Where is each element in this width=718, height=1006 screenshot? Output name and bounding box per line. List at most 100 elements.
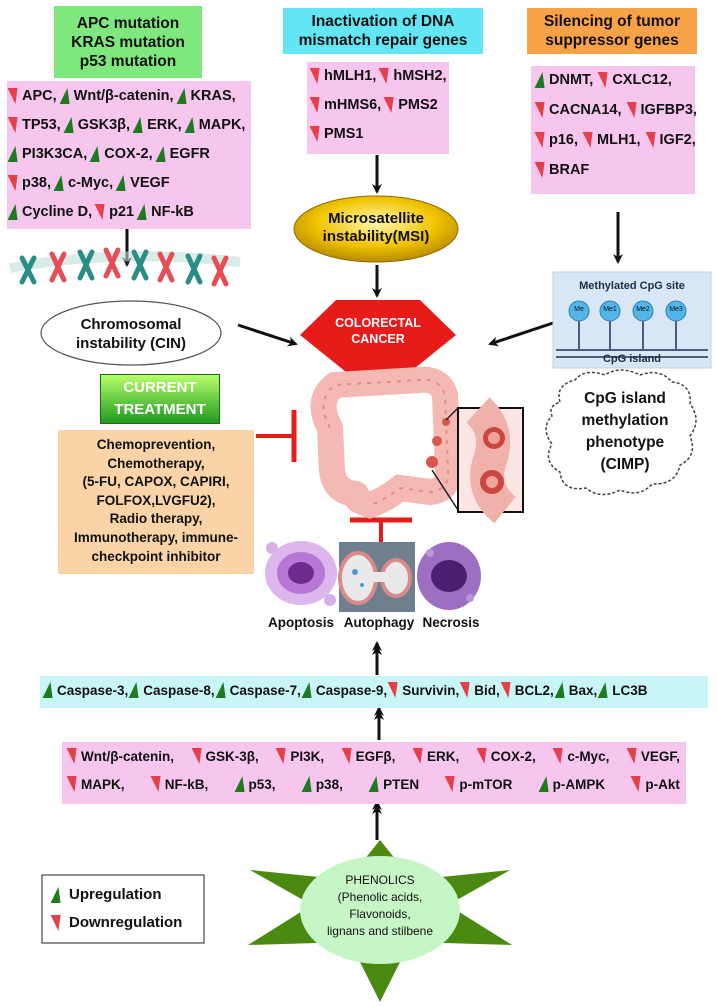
gene-item: ERK, [412,748,459,764]
gene-label: NF-kB, [164,776,209,792]
gene-label: APC, [22,88,57,104]
gene-label: IGFBP3, [640,102,697,118]
me-circle [665,300,687,322]
up-arrow-icon [7,146,21,162]
gene-item: c-Myc, [552,748,610,764]
mutations-header: APC mutation KRAS mutation p53 mutation [54,6,202,78]
cimp-cloud [545,369,697,496]
chromosome-strip [9,247,241,287]
treatment-line: Immunotherapy, immune- [73,529,239,545]
gene-row: Caspase-3, Caspase-8, Caspase-7, Caspase-9,… [42,682,650,698]
down-arrow-icon [597,72,611,88]
gene-label: NF-kB [151,204,194,220]
gene-row: CACNA14,IGFBP3, [534,102,703,118]
treatment-title-line: CURRENT [123,379,197,396]
up-arrow-icon [89,146,103,162]
down-arrow-icon [66,776,80,792]
gene-item: DNMT, [534,72,594,88]
gene-item: LC3B [597,682,648,698]
arrow-cin-to-crc [237,323,298,347]
down-arrow-icon [378,68,392,84]
cin-line: instability (CIN) [75,335,186,352]
me-circle [568,300,590,322]
down-arrow-icon [630,776,644,792]
silencing-gene-box [531,66,695,194]
down-arrow-icon [387,682,401,698]
gene-item: NF-kB, [150,776,209,792]
gene-label: MAPK, [81,776,125,792]
gene-label: Wnt/β-catenin, [73,88,174,104]
gene-label: LC3B [612,682,648,698]
gene-item: Wnt/β-catenin, [59,88,174,104]
gene-label: BCL2, [514,682,554,698]
down-arrow-icon [7,117,21,133]
gene-label: GSK-3β, [205,748,259,764]
gene-label: ERK, [147,117,182,133]
gene-item: BCL2, [500,682,554,698]
msi-line: Microsatellite [328,210,424,227]
gene-label: Caspase-7, [229,682,301,698]
gene-label: EGFR [169,146,210,162]
cimp-line: (CIMP) [600,456,650,473]
up-arrow-icon [176,88,189,104]
up-arrow-icon [42,682,56,698]
gene-label: Cycline D, [22,204,93,220]
gene-item: p53, [234,776,276,792]
gene-item: TP53, [7,117,61,133]
gene-label: Caspase-8, [143,682,215,698]
gene-item: COX-2, [89,146,153,162]
gene-label: Caspase-3, [57,682,129,698]
down-arrow-icon [626,748,640,764]
down-arrow-icon [341,748,355,764]
gene-label: p-Akt [645,776,680,792]
legend-up-label: Upregulation [69,886,162,903]
me-circle [632,300,654,322]
up-arrow-icon [53,175,67,191]
gene-label: PI3K, [290,748,325,764]
phenolics-ellipse [300,856,460,964]
gene-item: Survivin, [387,682,459,698]
up-arrow-icon [301,682,315,698]
gene-label: c-Myc, [567,748,610,764]
gene-label: KRAS, [190,88,236,104]
gene-item: Bax, [554,682,597,698]
gene-row: p38,c-Myc,VEGF [7,175,174,191]
up-arrow-icon [597,682,611,698]
down-arrow-icon [459,682,473,698]
gene-item: Cycline D, [7,204,93,220]
treatment-line: checkpoint inhibitor [91,548,221,564]
gene-item: p-mTOR [444,776,512,792]
gene-label: COX-2, [490,748,536,764]
apoptosis-image [265,541,337,606]
treatment-box: Chemoprevention, Chemotherapy, (5-FU, CA… [58,430,254,574]
gene-item: APC, [7,88,57,104]
gene-label: DNMT, [549,72,594,88]
phenolics-line: Flavonoids, [349,907,411,921]
gene-item: BRAF [534,162,589,178]
gene-item: KRAS, [176,88,236,104]
up-arrow-icon [554,682,568,698]
gene-item: Wnt/β-catenin, [66,748,174,764]
gene-item: IGF2, [645,132,696,148]
cpg-island-label: CpG island [602,353,662,365]
down-arrow-icon [7,88,21,104]
silencing-line: Silencing of tumor [543,13,681,30]
gene-label: EGFβ, [355,748,396,764]
gene-row: PI3K3CA,COX-2,EGFR [7,146,214,162]
gene-item: p21 [94,204,134,220]
gene-item: Bid, [459,682,500,698]
down-arrow-icon [582,132,596,148]
gene-item: p38, [7,175,51,191]
cin-ellipse [40,300,222,366]
gene-label: Caspase-9, [315,682,388,698]
down-arrow-icon [275,748,289,764]
down-arrow-icon [534,162,548,178]
up-arrow-icon [132,117,146,133]
gene-item: GSK3β, [63,117,130,133]
cimp-line: methylation [581,412,669,429]
arrow-cpg-to-crc [488,320,557,347]
gene-item: PMS1 [309,126,364,142]
down-arrow-icon [309,97,323,113]
me-label-3: Me3 [669,306,683,313]
down-arrow-icon [476,748,490,764]
